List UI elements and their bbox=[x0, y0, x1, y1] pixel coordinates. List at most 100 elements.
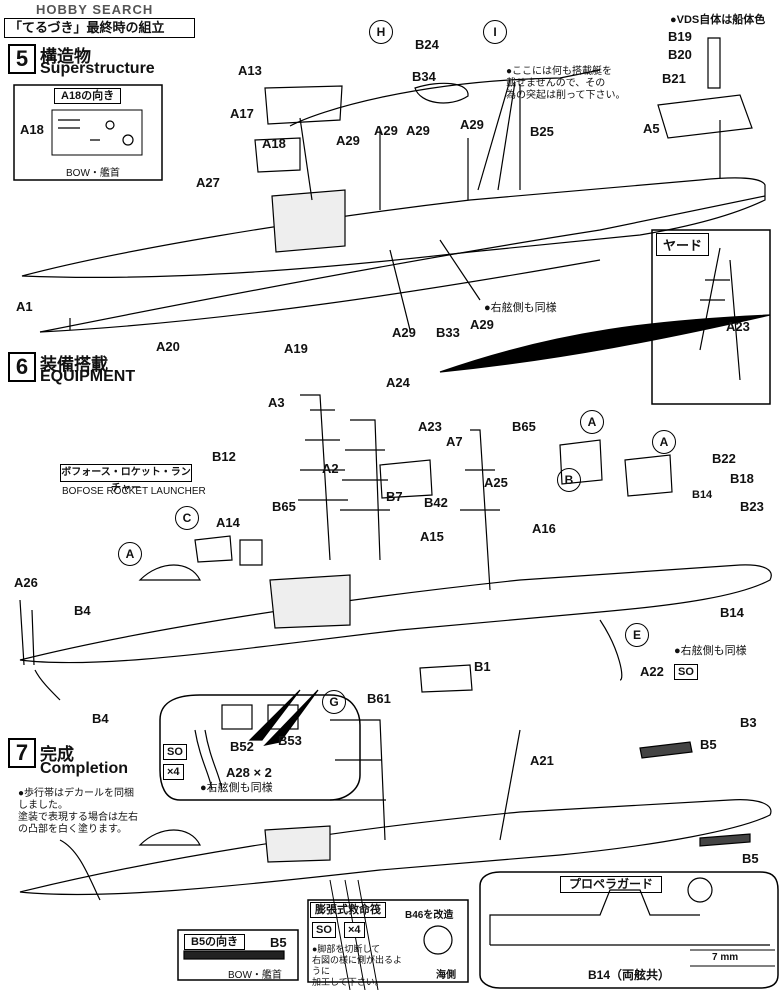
part-a24: A24 bbox=[386, 375, 410, 390]
tag-so-2: SO bbox=[163, 744, 187, 760]
propeller-guard-title: プロペラガード bbox=[560, 876, 663, 893]
callout-a-2: A bbox=[652, 430, 676, 454]
yard-inset-title: ヤード bbox=[656, 233, 710, 256]
part-b18: B18 bbox=[730, 471, 754, 486]
callout-h: H bbox=[369, 20, 393, 44]
part-b14-1: B14 bbox=[692, 489, 713, 501]
part-a25: A25 bbox=[484, 475, 508, 490]
part-b4-1: B4 bbox=[74, 603, 91, 618]
part-b1: B1 bbox=[474, 659, 491, 674]
a18-direction-inset: A18の向き bbox=[54, 88, 122, 104]
hull-step5 bbox=[21, 177, 766, 278]
part-a15: A15 bbox=[420, 529, 444, 544]
part-a29-4: A29 bbox=[460, 117, 484, 132]
part-b61: B61 bbox=[367, 691, 391, 706]
part-a18-inset: A18 bbox=[20, 122, 44, 137]
part-b22: B22 bbox=[712, 451, 736, 466]
note-raft-cut: ●脚部を切断して 右図の様に側が出るように 加工して下さい。 bbox=[312, 944, 403, 987]
callout-i: I bbox=[483, 20, 507, 44]
part-a3: A3 bbox=[268, 395, 285, 410]
part-a29-6: A29 bbox=[470, 317, 494, 332]
part-b5-1: B5 bbox=[700, 737, 717, 752]
step-title-en-6: EQUIPMENT bbox=[40, 368, 136, 385]
part-a29-3: A29 bbox=[406, 123, 430, 138]
part-a1: A1 bbox=[16, 299, 33, 314]
part-b14-2: B14 bbox=[720, 605, 744, 620]
propeller-guard-measure: 7 mm bbox=[712, 952, 739, 963]
part-a16: A16 bbox=[532, 521, 556, 536]
part-b3: B3 bbox=[740, 715, 757, 730]
hull-step6 bbox=[19, 564, 772, 664]
part-a13: A13 bbox=[238, 63, 262, 78]
raft-inset-title: 膨張式救命筏 bbox=[310, 902, 386, 918]
part-b12: B12 bbox=[212, 449, 236, 464]
step-title-en-5: Superstructure bbox=[40, 60, 155, 77]
hull-bottom-a20 bbox=[39, 195, 766, 333]
step-title-jp-6: 装備搭載 bbox=[40, 355, 108, 374]
part-b20: B20 bbox=[668, 47, 692, 62]
part-a2: A2 bbox=[322, 461, 339, 476]
part-a23-yard: A23 bbox=[726, 319, 750, 334]
note-walkway: ●歩行帯はデカールを同梱 しました。 塗装で表現する場合は左右 の凸部を白く塗り… bbox=[18, 788, 138, 835]
part-a7: A7 bbox=[446, 434, 463, 449]
step-number-5: 5 bbox=[8, 44, 36, 74]
part-b7: B7 bbox=[386, 489, 403, 504]
sea-side-label: 海側 bbox=[436, 970, 456, 981]
part-a27: A27 bbox=[196, 175, 220, 190]
part-b65-1: B65 bbox=[512, 419, 536, 434]
part-b33: B33 bbox=[436, 325, 460, 340]
step-title-en-7: Completion bbox=[40, 760, 128, 777]
callout-g: G bbox=[322, 690, 346, 714]
note-no-boat: ●ここには何も搭載艇を 載せませんので、その 為の突起は削って下さい。 bbox=[506, 66, 626, 101]
tag-so-3: SO bbox=[312, 922, 336, 938]
part-b21: B21 bbox=[662, 71, 686, 86]
b5-bow-label: BOW・艦首 bbox=[228, 970, 282, 981]
b5-direction-title: B5の向き bbox=[184, 934, 246, 950]
note-starboard-3: ●右舷側も同様 bbox=[200, 782, 273, 794]
part-b5-3: B5 bbox=[270, 935, 287, 950]
part-a20: A20 bbox=[156, 339, 180, 354]
part-a26: A26 bbox=[14, 575, 38, 590]
callout-c: C bbox=[175, 506, 199, 530]
callout-a-1: A bbox=[580, 410, 604, 434]
part-a17: A17 bbox=[230, 106, 254, 121]
part-a29-2: A29 bbox=[374, 123, 398, 138]
part-b23: B23 bbox=[740, 499, 764, 514]
rocket-label-en: BOFOSE ROCKET LAUNCHER bbox=[62, 486, 206, 497]
callout-e: E bbox=[625, 623, 649, 647]
a18-bow-label: BOW・艦首 bbox=[66, 168, 120, 179]
rocket-label-jp: ボフォース・ロケット・ランチャー bbox=[60, 464, 192, 494]
part-a18: A18 bbox=[262, 136, 286, 151]
tag-x4-2: ×4 bbox=[344, 922, 365, 938]
part-b19: B19 bbox=[668, 29, 692, 44]
part-b4-2: B4 bbox=[92, 711, 109, 726]
raft-note-b46: B46を改造 bbox=[405, 910, 454, 921]
step-number-6: 6 bbox=[8, 352, 36, 382]
callout-a-3: A bbox=[118, 542, 142, 566]
tag-x4-1: ×4 bbox=[163, 764, 184, 780]
callout-b: B bbox=[557, 468, 581, 492]
propeller-guard-label: B14（両舷共） bbox=[588, 968, 671, 982]
part-a19: A19 bbox=[284, 341, 308, 356]
page-title: 「てるづき」最終時の組立 bbox=[4, 18, 195, 38]
step-title-jp-7: 完成 bbox=[40, 745, 74, 764]
part-a14: A14 bbox=[216, 515, 240, 530]
part-a21: A21 bbox=[530, 753, 554, 768]
watermark: HOBBY SEARCH bbox=[36, 2, 154, 17]
part-b5-2: B5 bbox=[742, 851, 759, 866]
note-vds: ●VDS自体は船体色 bbox=[670, 14, 766, 26]
part-a5: A5 bbox=[643, 121, 660, 136]
part-b34: B34 bbox=[412, 69, 436, 84]
part-a28: A28 × 2 bbox=[226, 765, 272, 780]
part-b42: B42 bbox=[424, 495, 448, 510]
note-starboard-2: ●右舷側も同様 bbox=[674, 645, 747, 657]
step-title-jp-5: 構造物 bbox=[40, 47, 91, 66]
part-b65-2: B65 bbox=[272, 499, 296, 514]
part-b24: B24 bbox=[415, 37, 439, 52]
step-number-7: 7 bbox=[8, 738, 36, 768]
part-b52: B52 bbox=[230, 739, 254, 754]
part-a23: A23 bbox=[418, 419, 442, 434]
hull-step7 bbox=[19, 799, 772, 896]
part-a29-5: A29 bbox=[392, 325, 416, 340]
